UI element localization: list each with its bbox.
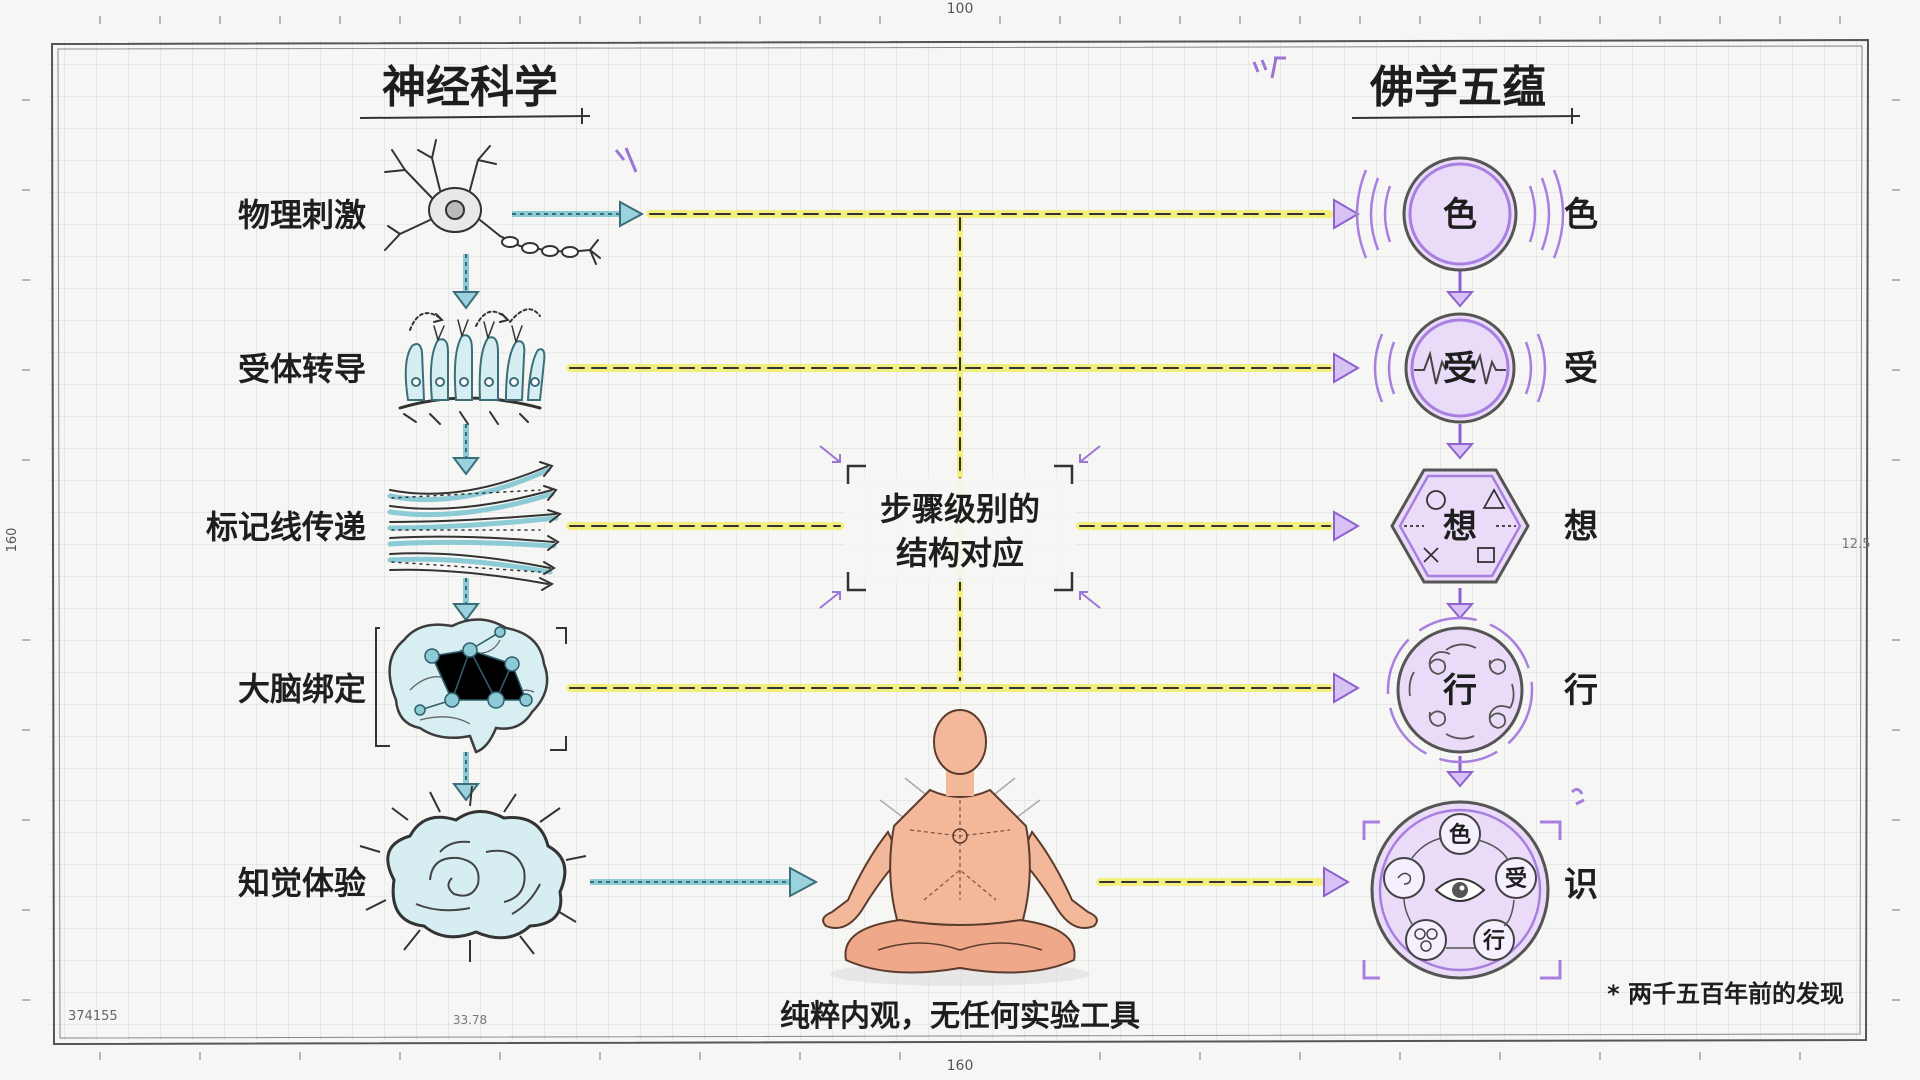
left-heading: 神经科学 [359, 62, 591, 124]
skandha-label-vijnana: 识 [1564, 865, 1598, 905]
skandha-rupa-symbol: 色 [1443, 195, 1477, 235]
skandha-label-rupa: 色 [1564, 195, 1598, 235]
spiral-small-icon [1397, 872, 1412, 885]
skandha-samjna-node: 想 [1390, 468, 1530, 584]
ruler-left-label: 160 [5, 528, 20, 553]
triangle-shape-icon [1482, 488, 1506, 509]
nerve-fibers-icon [387, 461, 563, 591]
neuron-icon [384, 139, 601, 265]
right-heading: 佛学五蕴 [1351, 62, 1581, 124]
skandha-vijnana-node: 色 受 行 [1362, 787, 1585, 980]
svg-text:神经科学: 神经科学 [382, 62, 558, 113]
ruler-ticks [22, 16, 1900, 1060]
ruler-bottom-label: 160 [947, 1058, 974, 1074]
ruler-right-label: 12.5 [1842, 537, 1871, 552]
correspondence-line-1: 步骤级别的 [880, 490, 1040, 528]
sketch-tick-mark [614, 56, 1286, 173]
step-label-stimulus: 物理刺激 [238, 196, 366, 234]
orbit-samskara: 行 [1482, 928, 1505, 954]
corner-code-bottom: 33.78 [453, 1013, 487, 1027]
circle-shape-icon [1426, 490, 1446, 510]
teal-arrows [452, 200, 819, 898]
skandha-samjna-symbol: 想 [1443, 507, 1477, 547]
spiral-icons [1408, 643, 1515, 740]
square-shape-icon [1477, 547, 1495, 563]
cross-shape-icon [1423, 547, 1439, 563]
skandha-down-arrows [1445, 268, 1475, 788]
dots-icon [1414, 928, 1438, 952]
perception-to-meditator-arrow [590, 866, 819, 898]
eye-icon [1434, 878, 1486, 902]
waveform-icon [1414, 350, 1506, 385]
orbit-vedana: 受 [1505, 866, 1527, 892]
svg-text:佛学五蕴: 佛学五蕴 [1369, 62, 1546, 113]
skandha-vedana-symbol: 受 [1443, 349, 1477, 389]
correspondence-line-2: 结构对应 [896, 534, 1024, 572]
orbit-arrows [1403, 837, 1515, 949]
orbit-rupa: 色 [1449, 822, 1471, 848]
step-label-labeled-line: 标记线传递 [206, 508, 366, 546]
skandha-rupa-node: 色 [1355, 156, 1565, 272]
corner-code-left: 374155 [68, 1009, 118, 1024]
sketch-frame [50, 38, 1870, 1046]
brain-network-icon [375, 618, 567, 754]
perception-cloud-icon [359, 785, 587, 962]
step-label-binding: 大脑绑定 [238, 670, 366, 708]
step-label-transduction: 受体转导 [238, 350, 366, 388]
structural-correspondence-box: 步骤级别的 结构对应 [819, 445, 1101, 609]
skandha-label-vedana: 受 [1564, 349, 1598, 389]
skandha-labels: 色 受 想 行 识 [1564, 195, 1598, 905]
purple-arrowheads [1323, 198, 1360, 898]
step-label-perception: 知觉体验 [238, 864, 366, 902]
ruler-top-label: 100 [947, 1, 974, 17]
meditator-caption: 纯粹内观，无任何实验工具 [780, 999, 1140, 1034]
skandha-vedana-node: 受 [1373, 312, 1547, 424]
left-step-labels: 物理刺激 受体转导 标记线传递 大脑绑定 知觉体验 [206, 196, 366, 902]
meditator-figure [822, 709, 1098, 986]
correspondence-lines [566, 210, 1334, 886]
receptor-cells-icon [398, 308, 546, 425]
left-down-arrows [452, 254, 480, 802]
footnote: * 两千五百年前的发现 [1607, 980, 1844, 1008]
skandha-label-samjna: 想 [1564, 507, 1598, 547]
skandha-samskara-symbol: 行 [1443, 671, 1477, 711]
skandha-label-samskara: 行 [1564, 671, 1598, 711]
skandha-samskara-node: 行 [1386, 616, 1534, 764]
stimulus-to-lines-arrow [512, 200, 645, 228]
